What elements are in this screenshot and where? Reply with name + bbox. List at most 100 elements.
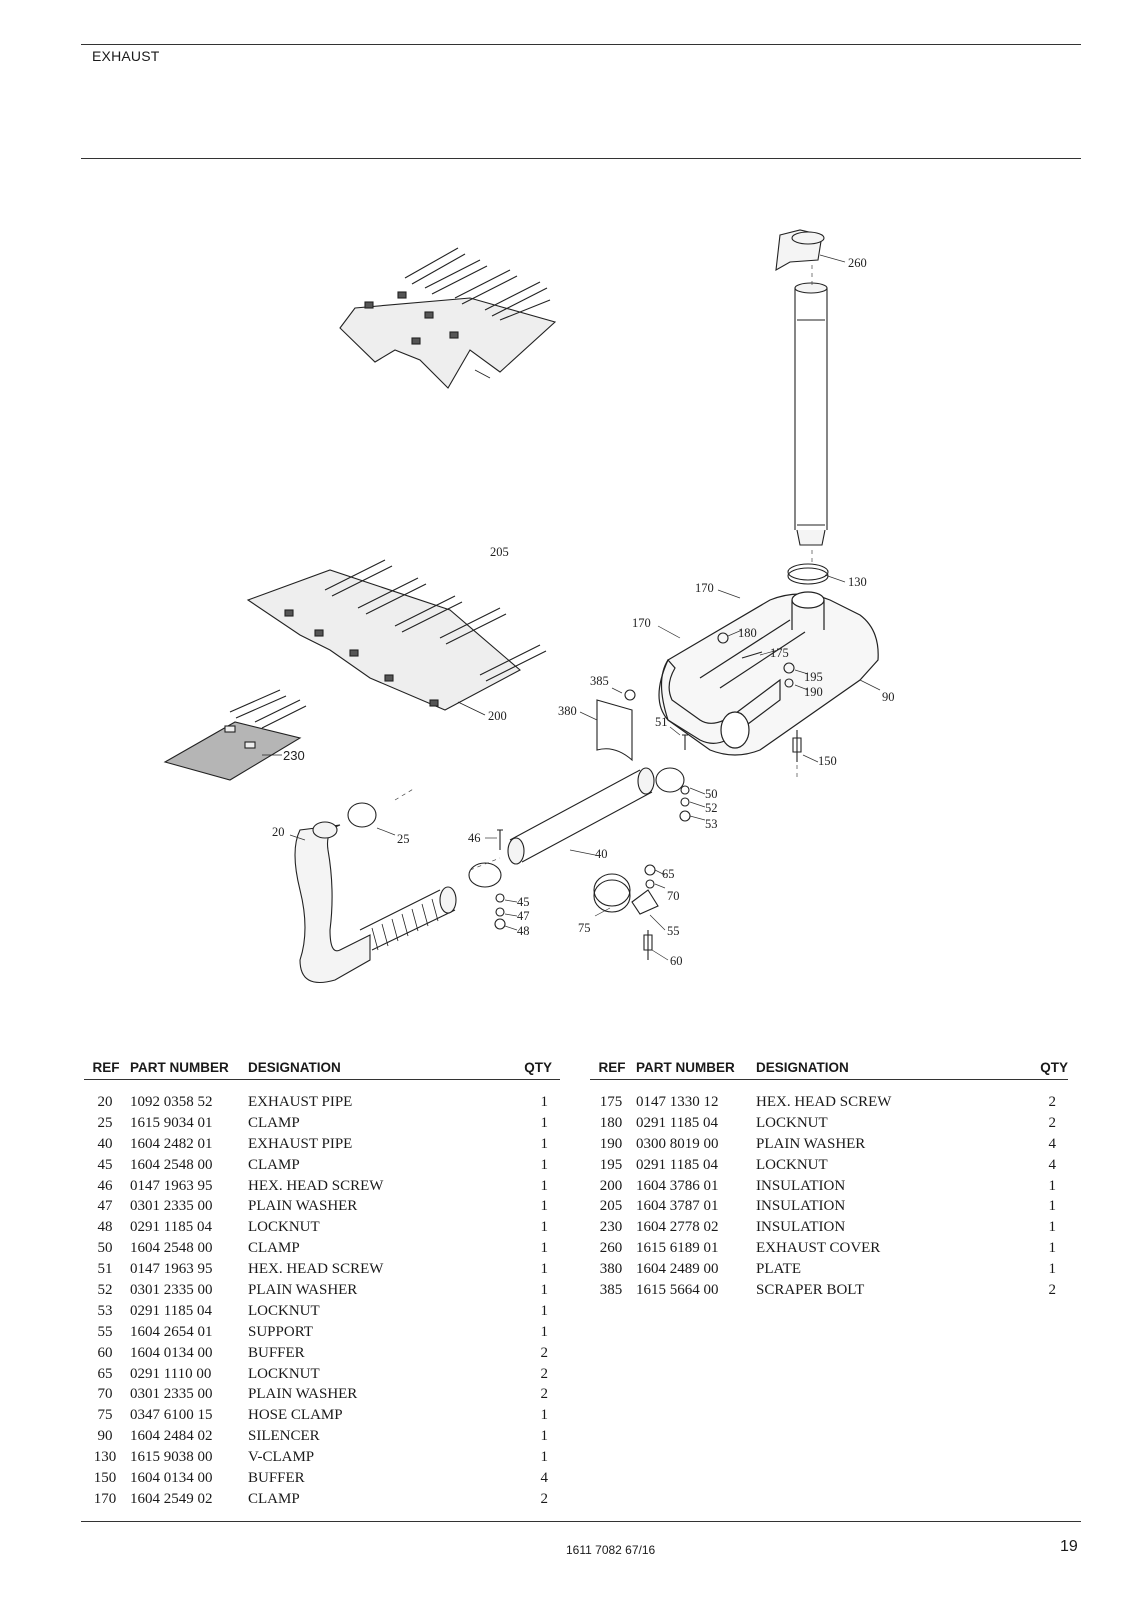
qty-cell: 1 xyxy=(540,1156,549,1173)
ref-cell: 150 xyxy=(93,1469,117,1486)
callout-47: 47 xyxy=(517,909,530,923)
part-number-cell: 1604 3786 01 xyxy=(636,1177,719,1194)
designation-cell: LOCKNUT xyxy=(248,1219,320,1236)
ref-cell: 50 xyxy=(97,1240,113,1257)
qty-cell: 1 xyxy=(540,1198,549,1215)
designation-cell: V-CLAMP xyxy=(248,1449,315,1466)
ref-cell: 190 xyxy=(599,1135,623,1152)
ref-cell: 51 xyxy=(97,1261,113,1278)
ref-cell: 380 xyxy=(599,1261,623,1278)
ref-cell: 25 xyxy=(97,1114,113,1131)
designation-cell: BUFFER xyxy=(248,1469,305,1486)
ref-cell: 75 xyxy=(97,1407,113,1424)
part-number-cell: 1615 5664 00 xyxy=(636,1281,719,1298)
callout-48: 48 xyxy=(517,924,530,938)
callout-90: 90 xyxy=(882,690,895,704)
callout-70: 70 xyxy=(667,889,680,903)
callout-52: 52 xyxy=(705,801,718,815)
callout-46: 46 xyxy=(468,831,481,845)
part-number-cell: 0291 1110 00 xyxy=(130,1365,212,1382)
part-number-cell: 0147 1963 95 xyxy=(130,1261,213,1278)
ref-cell: 195 xyxy=(599,1156,623,1173)
table-header-row: REF PART NUMBER DESIGNATION QTY xyxy=(590,1058,1068,1080)
qty-cell: 2 xyxy=(1048,1093,1057,1110)
ref-cell: 55 xyxy=(97,1323,113,1340)
qty-cell: 2 xyxy=(540,1490,549,1507)
header-part-number: PART NUMBER xyxy=(126,1058,244,1080)
designation-cell: HEX. HEAD SCREW xyxy=(756,1093,892,1110)
ref-cell: 70 xyxy=(97,1386,113,1403)
qty-cell: 1 xyxy=(540,1428,549,1445)
part-number-cell: 1604 2548 00 xyxy=(130,1156,213,1173)
callout-190: 190 xyxy=(804,685,823,699)
part-number-cell: 1604 3787 01 xyxy=(636,1198,719,1215)
qty-cell: 1 xyxy=(540,1114,549,1131)
callout-45: 45 xyxy=(517,895,530,909)
ref-cell: 260 xyxy=(599,1240,623,1257)
qty-cell: 2 xyxy=(540,1344,549,1361)
designation-cell: EXHAUST PIPE xyxy=(248,1093,353,1110)
callout-150: 150 xyxy=(818,754,837,768)
callout-180: 180 xyxy=(738,626,757,640)
qty-cell: 1 xyxy=(540,1240,549,1257)
qty-cell: 1 xyxy=(1048,1177,1057,1194)
part-number-cell: 0301 2335 00 xyxy=(130,1281,213,1298)
part-number-cell: 1604 2489 00 xyxy=(636,1261,719,1278)
ref-cell: 90 xyxy=(97,1428,113,1445)
insulation-200-drawing xyxy=(246,559,547,711)
exhaust-stack-drawing xyxy=(775,229,828,546)
callout-230: 230 xyxy=(283,748,305,763)
top-rule xyxy=(81,44,1081,45)
part-number-cell: 1604 2548 00 xyxy=(130,1240,213,1257)
part-number-cell: 1604 2482 01 xyxy=(130,1135,213,1152)
designation-cell: HEX. HEAD SCREW xyxy=(248,1177,384,1194)
pipe-40-drawing xyxy=(507,767,655,865)
part-number-cell: 0291 1185 04 xyxy=(636,1114,718,1131)
part-number-cell: 1604 2484 02 xyxy=(130,1428,213,1445)
qty-cell: 2 xyxy=(540,1365,549,1382)
designation-cell: INSULATION xyxy=(756,1198,846,1215)
part-number-cell: 1604 0134 00 xyxy=(130,1469,213,1486)
ref-cell: 46 xyxy=(97,1177,113,1194)
ref-cell: 60 xyxy=(97,1344,113,1361)
callout-53: 53 xyxy=(705,817,718,831)
callout-55: 55 xyxy=(667,924,680,938)
ref-cell: 52 xyxy=(97,1281,113,1298)
ref-cell: 230 xyxy=(599,1219,623,1236)
qty-cell: 1 xyxy=(540,1323,549,1340)
section-title: EXHAUST xyxy=(92,48,160,64)
designation-cell: PLAIN WASHER xyxy=(756,1135,866,1152)
qty-cell: 2 xyxy=(540,1386,549,1403)
part-number-cell: 0291 1185 04 xyxy=(130,1302,212,1319)
part-number-cell: 1092 0358 52 xyxy=(130,1093,213,1110)
designation-cell: HEX. HEAD SCREW xyxy=(248,1261,384,1278)
exhaust-pipe-20-drawing xyxy=(294,821,457,984)
designation-cell: HOSE CLAMP xyxy=(248,1407,343,1424)
part-number-cell: 0147 1963 95 xyxy=(130,1177,213,1194)
qty-cell: 1 xyxy=(540,1407,549,1424)
ref-cell: 45 xyxy=(97,1156,113,1173)
small-hardware-drawing xyxy=(347,632,802,960)
ref-cell: 53 xyxy=(97,1302,113,1319)
designation-cell: LOCKNUT xyxy=(756,1114,828,1131)
callout-195: 195 xyxy=(804,670,823,684)
callout-65: 65 xyxy=(662,867,675,881)
